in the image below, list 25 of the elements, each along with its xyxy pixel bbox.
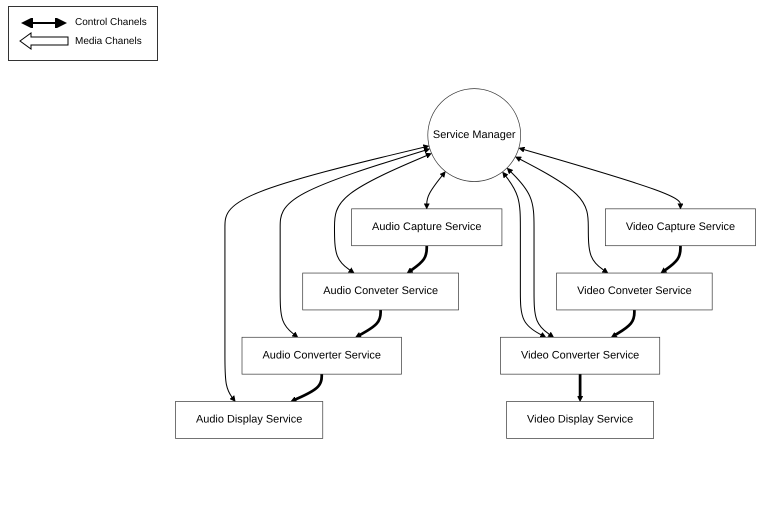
- arrow: [611, 310, 636, 338]
- arrow: [224, 144, 430, 402]
- node-box: Video Converter Service: [500, 336, 660, 374]
- node-circle: Service Manager: [427, 88, 522, 182]
- arrow: [518, 146, 684, 210]
- legend-label: Media Chanels: [75, 36, 142, 46]
- arrow: [577, 374, 584, 402]
- node-box: Video Display Service: [506, 401, 654, 439]
- arrow: [502, 172, 546, 338]
- arrow: [290, 374, 324, 402]
- node-box: Video Conveter Service: [556, 272, 713, 310]
- arrow: [406, 246, 428, 274]
- node-box: Audio Converter Service: [242, 336, 402, 374]
- arrow: [355, 310, 382, 338]
- arrow: [515, 156, 608, 274]
- arrow: [334, 152, 432, 274]
- node-box: Video Capture Service: [605, 208, 756, 246]
- arrow: [660, 246, 682, 274]
- legend-label: Control Chanels: [75, 17, 147, 28]
- node-box: Audio Capture Service: [351, 208, 502, 246]
- arrow: [280, 148, 430, 338]
- node-box: Audio Display Service: [175, 401, 324, 439]
- node-box: Audio Conveter Service: [302, 272, 459, 310]
- arrow: [424, 171, 446, 210]
- arrow: [506, 168, 554, 338]
